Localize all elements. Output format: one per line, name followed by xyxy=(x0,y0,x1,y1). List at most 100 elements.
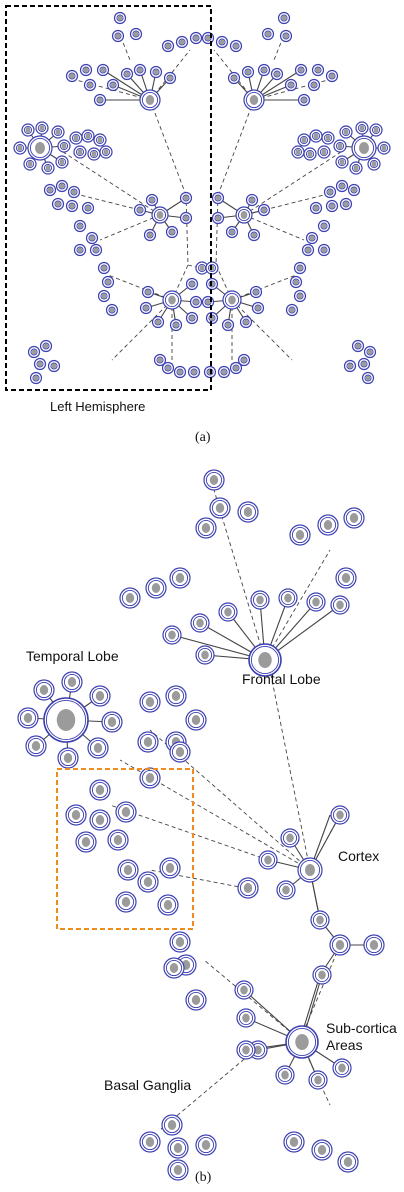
leaf-node xyxy=(237,877,259,899)
leaf-node xyxy=(117,859,139,881)
hub-node xyxy=(151,206,169,224)
leaf-node xyxy=(51,197,65,211)
leaf-node xyxy=(115,891,137,913)
leaf-node xyxy=(189,295,203,309)
leaf-node xyxy=(129,27,143,41)
leaf-node xyxy=(305,231,319,245)
leaf-node xyxy=(113,11,127,25)
leaf-node xyxy=(312,965,332,985)
leaf-node xyxy=(285,303,299,317)
leaf-node xyxy=(337,1151,359,1173)
leaf-node xyxy=(347,183,361,197)
leaf-node xyxy=(229,39,243,53)
leaf-node xyxy=(317,514,339,536)
dashed-edge xyxy=(149,99,187,196)
leaf-node xyxy=(317,243,331,257)
caption-a: (a) xyxy=(195,430,211,445)
dashed-edge xyxy=(243,149,345,216)
hub-node xyxy=(139,89,161,111)
leaf-node xyxy=(169,741,191,763)
dashed-edge xyxy=(213,49,255,101)
leaf-node xyxy=(161,39,175,53)
leaf-node xyxy=(225,225,239,239)
highlight-box xyxy=(56,768,194,930)
leaf-node xyxy=(47,359,61,373)
leaf-node xyxy=(43,183,57,197)
dashed-edge xyxy=(267,659,311,871)
hub-node xyxy=(235,206,253,224)
leaf-node xyxy=(325,69,339,83)
leaf-node xyxy=(363,345,377,359)
leaf-node xyxy=(211,211,225,225)
leaf-node xyxy=(69,131,83,145)
leaf-node xyxy=(81,201,95,215)
leaf-node xyxy=(21,123,35,137)
leaf-node xyxy=(61,671,83,693)
leaf-node xyxy=(107,829,129,851)
basal-ganglia-label: Basal Ganglia xyxy=(104,1077,192,1093)
leaf-node xyxy=(355,121,369,135)
leaf-node xyxy=(349,161,363,175)
leaf-node xyxy=(258,850,278,870)
leaf-node xyxy=(195,645,215,665)
dashed-edge xyxy=(213,489,266,661)
leaf-node xyxy=(83,78,97,92)
leaf-node xyxy=(139,691,161,713)
leaf-node xyxy=(185,989,207,1011)
leaf-node xyxy=(141,285,155,299)
leaf-node xyxy=(106,78,120,92)
leaf-node xyxy=(329,934,351,956)
leaf-node xyxy=(169,931,191,953)
leaf-node xyxy=(189,31,203,45)
leaf-node xyxy=(317,145,331,159)
dashed-edge xyxy=(243,214,305,241)
leaf-node xyxy=(133,203,147,217)
leaf-node xyxy=(237,501,259,523)
leaf-node xyxy=(289,275,303,289)
leaf-node xyxy=(41,161,55,175)
leaf-node xyxy=(65,804,87,826)
hub-node xyxy=(351,135,377,161)
leaf-node xyxy=(87,737,109,759)
leaf-node xyxy=(377,141,391,155)
subcortical-label-line2: Areas xyxy=(326,1037,363,1053)
dashed-edge xyxy=(117,29,131,61)
leaf-node xyxy=(277,11,291,25)
caption-b: (b) xyxy=(195,1170,212,1185)
leaf-node xyxy=(335,155,349,169)
leaf-node xyxy=(195,517,217,539)
leaf-node xyxy=(169,567,191,589)
leaf-node xyxy=(161,361,175,375)
leaf-node xyxy=(167,1137,189,1159)
leaf-node xyxy=(137,871,159,893)
leaf-node xyxy=(75,831,97,853)
leaf-node xyxy=(227,71,241,85)
leaf-node xyxy=(185,277,199,291)
dashed-edge xyxy=(59,149,161,216)
left-hemisphere-box xyxy=(5,5,212,391)
leaf-node xyxy=(308,1070,328,1090)
leaf-node xyxy=(139,301,153,315)
leaf-node xyxy=(145,193,159,207)
leaf-node xyxy=(73,219,87,233)
subcortical-hub xyxy=(285,1025,319,1059)
cortex-hub xyxy=(297,857,323,883)
leaf-node xyxy=(335,179,349,193)
leaf-node xyxy=(97,261,111,275)
leaf-node xyxy=(367,157,381,171)
leaf-node xyxy=(73,243,87,257)
dashed-edge xyxy=(264,549,331,661)
temporal-lobe-label: Temporal Lobe xyxy=(26,648,119,664)
leaf-node xyxy=(55,155,69,169)
leaf-node xyxy=(357,357,371,371)
leaf-node xyxy=(276,880,296,900)
leaf-node xyxy=(239,315,253,329)
leaf-node xyxy=(67,185,81,199)
leaf-node xyxy=(185,709,207,731)
leaf-node xyxy=(115,801,137,823)
leaf-node xyxy=(241,65,255,79)
leaf-node xyxy=(73,145,87,159)
hub-node xyxy=(243,89,265,111)
leaf-node xyxy=(57,139,71,153)
